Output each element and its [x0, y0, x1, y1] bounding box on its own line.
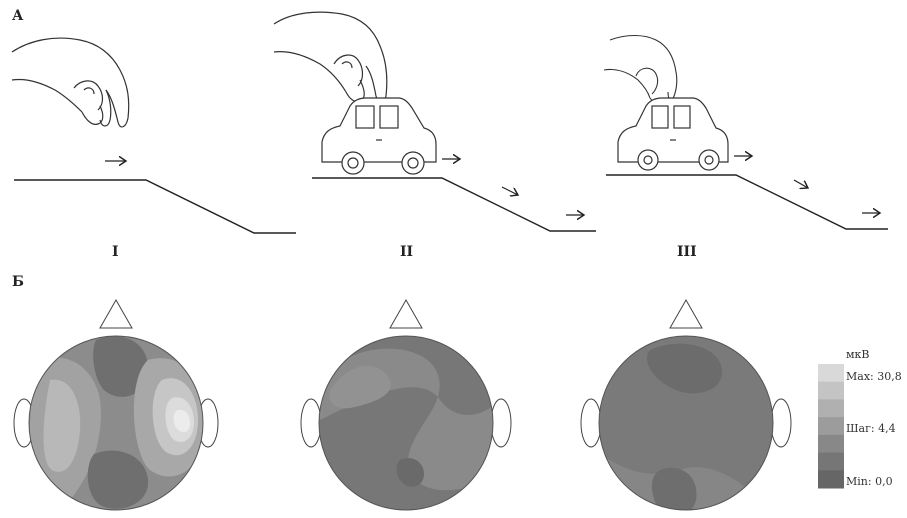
legend-swatch	[818, 399, 844, 418]
condition-label-3: III	[677, 244, 697, 260]
legend-swatch	[818, 364, 844, 383]
legend-step: Шаг: 4,4	[846, 422, 896, 435]
legend-swatch	[818, 434, 844, 454]
head-map-1	[13, 298, 219, 511]
legend-min: Min: 0,0	[846, 475, 893, 488]
section-label-b: Б	[12, 274, 24, 290]
car-icon	[617, 97, 729, 171]
legend-max: Max: 30,8	[846, 370, 902, 383]
scene-2	[273, 11, 596, 232]
scene-1	[11, 37, 296, 234]
condition-label-1: I	[112, 244, 119, 260]
car-icon	[321, 97, 437, 175]
legend-swatch	[818, 452, 844, 471]
head-map-2	[300, 298, 512, 511]
hand-icon	[11, 37, 130, 128]
section-label-a: А	[12, 8, 24, 24]
legend-swatch	[818, 470, 844, 489]
scene-3	[603, 34, 888, 230]
hand-icon	[273, 11, 388, 103]
head-map-3	[580, 298, 792, 511]
hand-icon	[603, 34, 678, 104]
legend-colorbar	[818, 364, 844, 489]
legend-swatch	[818, 417, 844, 436]
legend-swatch	[818, 381, 844, 400]
legend-unit: мкВ	[846, 348, 870, 361]
condition-label-2: II	[400, 244, 414, 260]
